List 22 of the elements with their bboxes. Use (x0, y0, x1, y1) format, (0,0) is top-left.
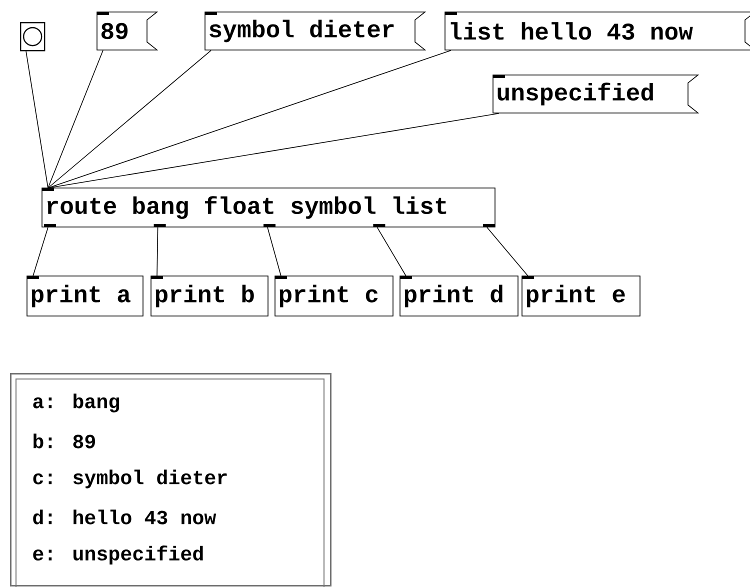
message-box: unspecified (492, 74, 700, 114)
patch-cord (48, 113, 500, 188)
message-box: 89 (96, 12, 158, 50)
patch-cord (486, 227, 528, 276)
object-box: print b (150, 276, 268, 316)
patch-cord (267, 227, 282, 276)
object-box: print c (274, 276, 394, 316)
object-box: route bang float symbol list (42, 188, 496, 228)
patch-cord (156, 227, 158, 276)
patch-cord (32, 227, 48, 276)
patch-cord (48, 50, 452, 188)
console-window: a: bang b: 89 c: symbol dieter d: hello 43 now e: unspecified (10, 373, 332, 587)
object-box: print d (400, 276, 518, 316)
message-box: symbol dieter (204, 12, 426, 50)
patch-cord (376, 227, 406, 276)
object-box: print a (26, 276, 144, 316)
patch-cord (48, 50, 212, 188)
object-box: print e (522, 276, 640, 316)
bang-button (20, 22, 46, 52)
patch-cord (26, 50, 48, 188)
message-box: list hello 43 now (444, 12, 750, 50)
patch-cord (48, 50, 104, 188)
